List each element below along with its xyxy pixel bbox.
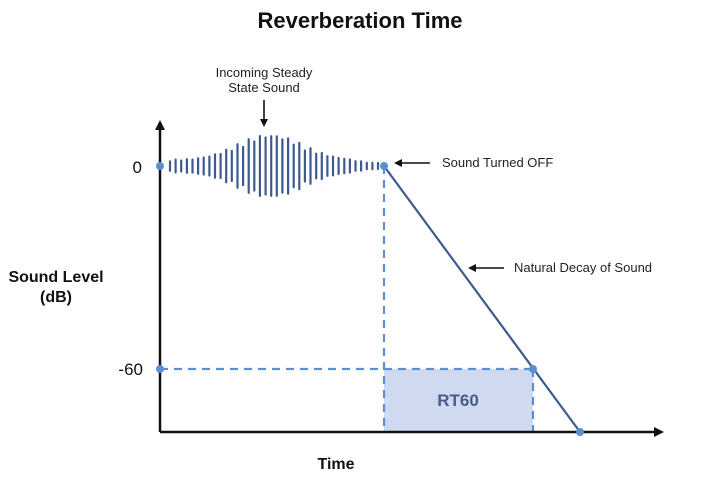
rt60-region xyxy=(384,369,533,432)
zero-level-point xyxy=(156,162,164,170)
turned-off-note: Sound Turned OFF xyxy=(442,155,553,170)
y-axis-title-line1: Sound Level xyxy=(8,269,103,286)
y-tick-minus60: -60 xyxy=(118,360,143,379)
x-axis-title: Time xyxy=(317,456,354,473)
diagram-title: Reverberation Time xyxy=(257,8,462,33)
incoming-note-line2: State Sound xyxy=(228,80,300,95)
decay-line xyxy=(383,165,581,433)
rt60-label: RT60 xyxy=(437,391,479,410)
y-tick-0: 0 xyxy=(133,158,142,177)
dashed-guides xyxy=(160,166,535,432)
minus60-axis-point xyxy=(156,365,164,373)
y-axis-title-line2: (dB) xyxy=(40,289,72,306)
decay-note: Natural Decay of Sound xyxy=(514,260,652,275)
minus60-point xyxy=(529,365,537,373)
decay-end-point xyxy=(576,428,584,436)
steady-state-waveform xyxy=(168,135,380,197)
incoming-note-line1: Incoming Steady xyxy=(216,65,313,80)
turn-off-point xyxy=(380,162,388,170)
